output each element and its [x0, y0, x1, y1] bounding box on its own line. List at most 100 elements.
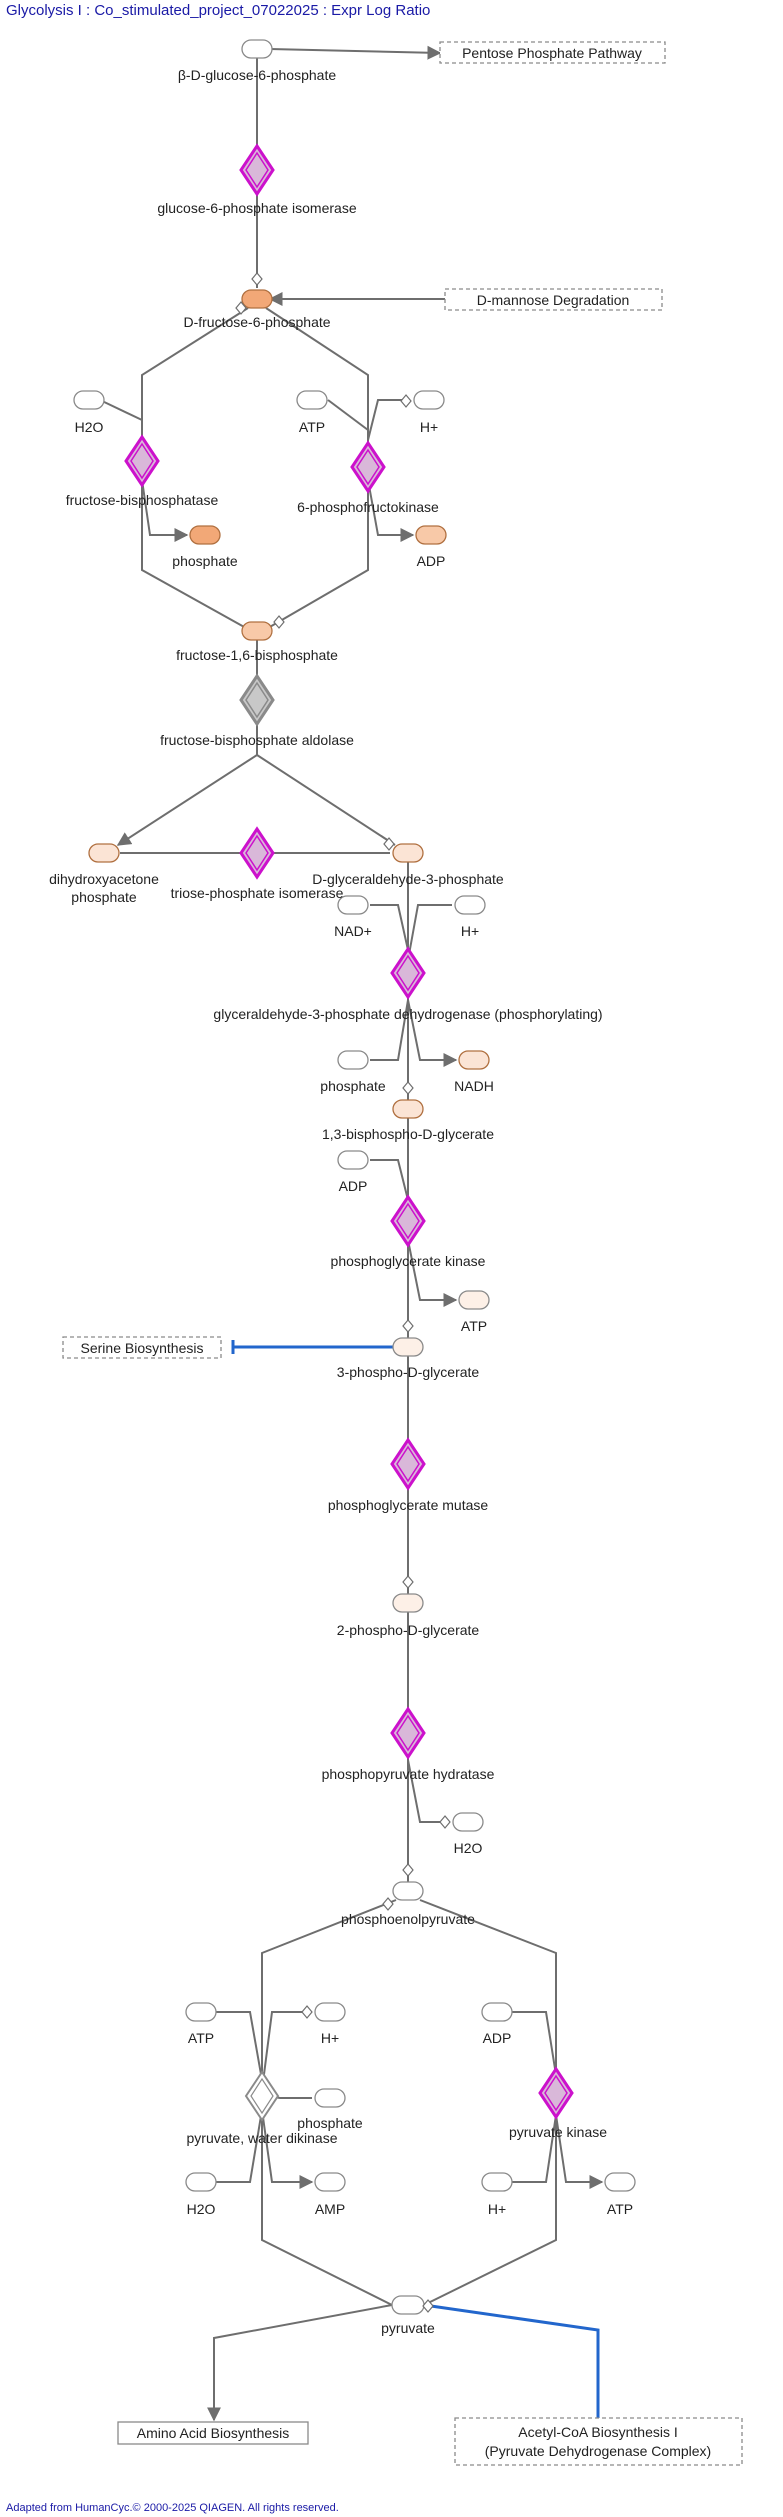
edge-gapdh-hplus: [407, 904, 452, 961]
label-eno: phosphopyruvate hydratase: [322, 1766, 495, 1782]
label-pyruvate: pyruvate: [381, 2320, 435, 2336]
edge-g6p-pentose: [269, 45, 442, 60]
node-g6p[interactable]: [241, 39, 273, 59]
acetyl-box[interactable]: [454, 2417, 743, 2466]
node-adp-c[interactable]: [481, 2002, 513, 2022]
enzyme-pgm[interactable]: [390, 1437, 426, 1491]
label-atp-a: ATP: [299, 419, 325, 435]
node-bpg[interactable]: [392, 1099, 424, 1119]
connector-2pg: [402, 1575, 414, 1589]
enzyme-aldolase[interactable]: [239, 673, 275, 727]
enzyme-pgk[interactable]: [390, 1194, 426, 1248]
edge-adp-pk: [512, 2011, 557, 2076]
label-h2o-a: H2O: [75, 419, 104, 435]
label-amp: AMP: [315, 2201, 345, 2217]
node-2pg[interactable]: [392, 1593, 424, 1613]
edge-ppdk-hplus: [261, 2011, 312, 2091]
edges: [99, 45, 606, 2442]
label-pep: phosphoenolpyruvate: [341, 1911, 475, 1927]
node-atp-b[interactable]: [458, 1290, 490, 1310]
label-dhap-2: phosphate: [71, 889, 137, 905]
node-adp-b[interactable]: [337, 1150, 369, 1170]
node-h2o-a[interactable]: [73, 390, 105, 410]
label-f6p: D-fructose-6-phosphate: [183, 314, 330, 330]
node-atp-a[interactable]: [296, 390, 328, 410]
node-pyruvate[interactable]: [391, 2295, 425, 2315]
edge-phosphate-gapdh: [370, 999, 409, 1061]
node-nadh[interactable]: [458, 1050, 490, 1070]
page-title: Glycolysis I : Co_stimulated_project_070…: [6, 2, 430, 19]
connector-diamonds: [235, 272, 451, 2313]
edge-atp-pfk: [327, 399, 369, 431]
connector-pep-left: [382, 1897, 394, 1911]
serine-label: Serine Biosynthesis: [81, 1340, 204, 1356]
label-pgm: phosphoglycerate mutase: [328, 1497, 489, 1513]
node-nad[interactable]: [337, 895, 369, 915]
enzyme-ppdk[interactable]: [244, 2070, 280, 2122]
enzyme-fbpase[interactable]: [124, 434, 160, 488]
node-hplus-b[interactable]: [454, 895, 486, 915]
node-h2o-b[interactable]: [452, 1812, 484, 1832]
label-phosphate-a: phosphate: [172, 553, 238, 569]
node-f6p[interactable]: [241, 289, 273, 309]
label-aldolase: fructose-bisphosphate aldolase: [160, 732, 354, 748]
label-hplus-a: H+: [420, 419, 438, 435]
enzyme-pk[interactable]: [538, 2066, 574, 2120]
label-hplus-d: H+: [488, 2201, 506, 2217]
edge-pyruvate-acetyl-inhibition: [423, 2303, 600, 2440]
serine-box[interactable]: [62, 1336, 222, 1359]
enzyme-eno[interactable]: [390, 1706, 426, 1760]
node-phosphate-b[interactable]: [337, 1050, 369, 1070]
node-g3p[interactable]: [392, 843, 424, 863]
node-phosphate-a[interactable]: [189, 525, 221, 545]
label-h2o-b: H2O: [454, 1840, 483, 1856]
label-atp-d: ATP: [607, 2201, 633, 2217]
node-amp[interactable]: [314, 2172, 346, 2192]
label-tpi: triose-phosphate isomerase: [171, 885, 344, 901]
edge-pk-atp: [555, 2114, 604, 2189]
mannose-box[interactable]: [444, 288, 663, 311]
node-dhap[interactable]: [88, 843, 120, 863]
enzyme-gpi[interactable]: [239, 143, 275, 197]
node-phosphate-c[interactable]: [314, 2088, 346, 2108]
label-dhap-1: dihydroxyacetone: [49, 871, 159, 887]
connector-pyruvate: [422, 2299, 434, 2313]
pentose-box[interactable]: [439, 41, 666, 64]
node-fbp[interactable]: [241, 621, 273, 641]
mannose-label: D-mannose Degradation: [477, 292, 630, 308]
edge-adp-pgk: [370, 1159, 409, 1201]
node-atp-c[interactable]: [185, 2002, 217, 2022]
node-3pg[interactable]: [392, 1337, 424, 1357]
acetyl-label-1: Acetyl-CoA Biosynthesis I: [518, 2424, 678, 2440]
enzyme-tpi[interactable]: [239, 826, 275, 880]
label-g6p: β-D-glucose-6-phosphate: [178, 67, 336, 83]
edge-aldolase-g3p: [256, 754, 396, 846]
label-adp-b: ADP: [339, 1178, 368, 1194]
edge-pfk-hplus: [367, 399, 405, 441]
connector-3pg: [402, 1319, 414, 1333]
label-gpi: glucose-6-phosphate isomerase: [157, 200, 356, 216]
label-fbpase: fructose-bisphosphatase: [66, 492, 219, 508]
edge-nad-gapdh: [370, 904, 409, 951]
pentose-label: Pentose Phosphate Pathway: [462, 45, 642, 61]
node-hplus-a[interactable]: [413, 390, 445, 410]
node-h2o-c[interactable]: [185, 2172, 217, 2192]
edge-gapdh-nadh: [407, 999, 458, 1067]
label-nadh: NADH: [454, 1078, 494, 1094]
enzyme-gapdh[interactable]: [390, 946, 426, 1000]
node-hplus-c[interactable]: [314, 2002, 346, 2022]
pathway-boxes: Pentose Phosphate Pathway D-mannose Degr…: [62, 41, 743, 2466]
label-pk: pyruvate kinase: [509, 2124, 607, 2140]
enzyme-pfk[interactable]: [350, 440, 386, 494]
node-atp-d[interactable]: [604, 2172, 636, 2192]
connector-hplus-c: [301, 2005, 313, 2019]
label-hplus-c: H+: [321, 2030, 339, 2046]
node-hplus-d[interactable]: [481, 2172, 513, 2192]
edge-fbpase-phosphate: [141, 479, 189, 542]
node-adp-a[interactable]: [415, 525, 447, 545]
amino-box[interactable]: [117, 2421, 309, 2445]
node-pep[interactable]: [392, 1881, 424, 1901]
label-2pg: 2-phospho-D-glycerate: [337, 1622, 480, 1638]
connector-g3p: [383, 837, 395, 851]
